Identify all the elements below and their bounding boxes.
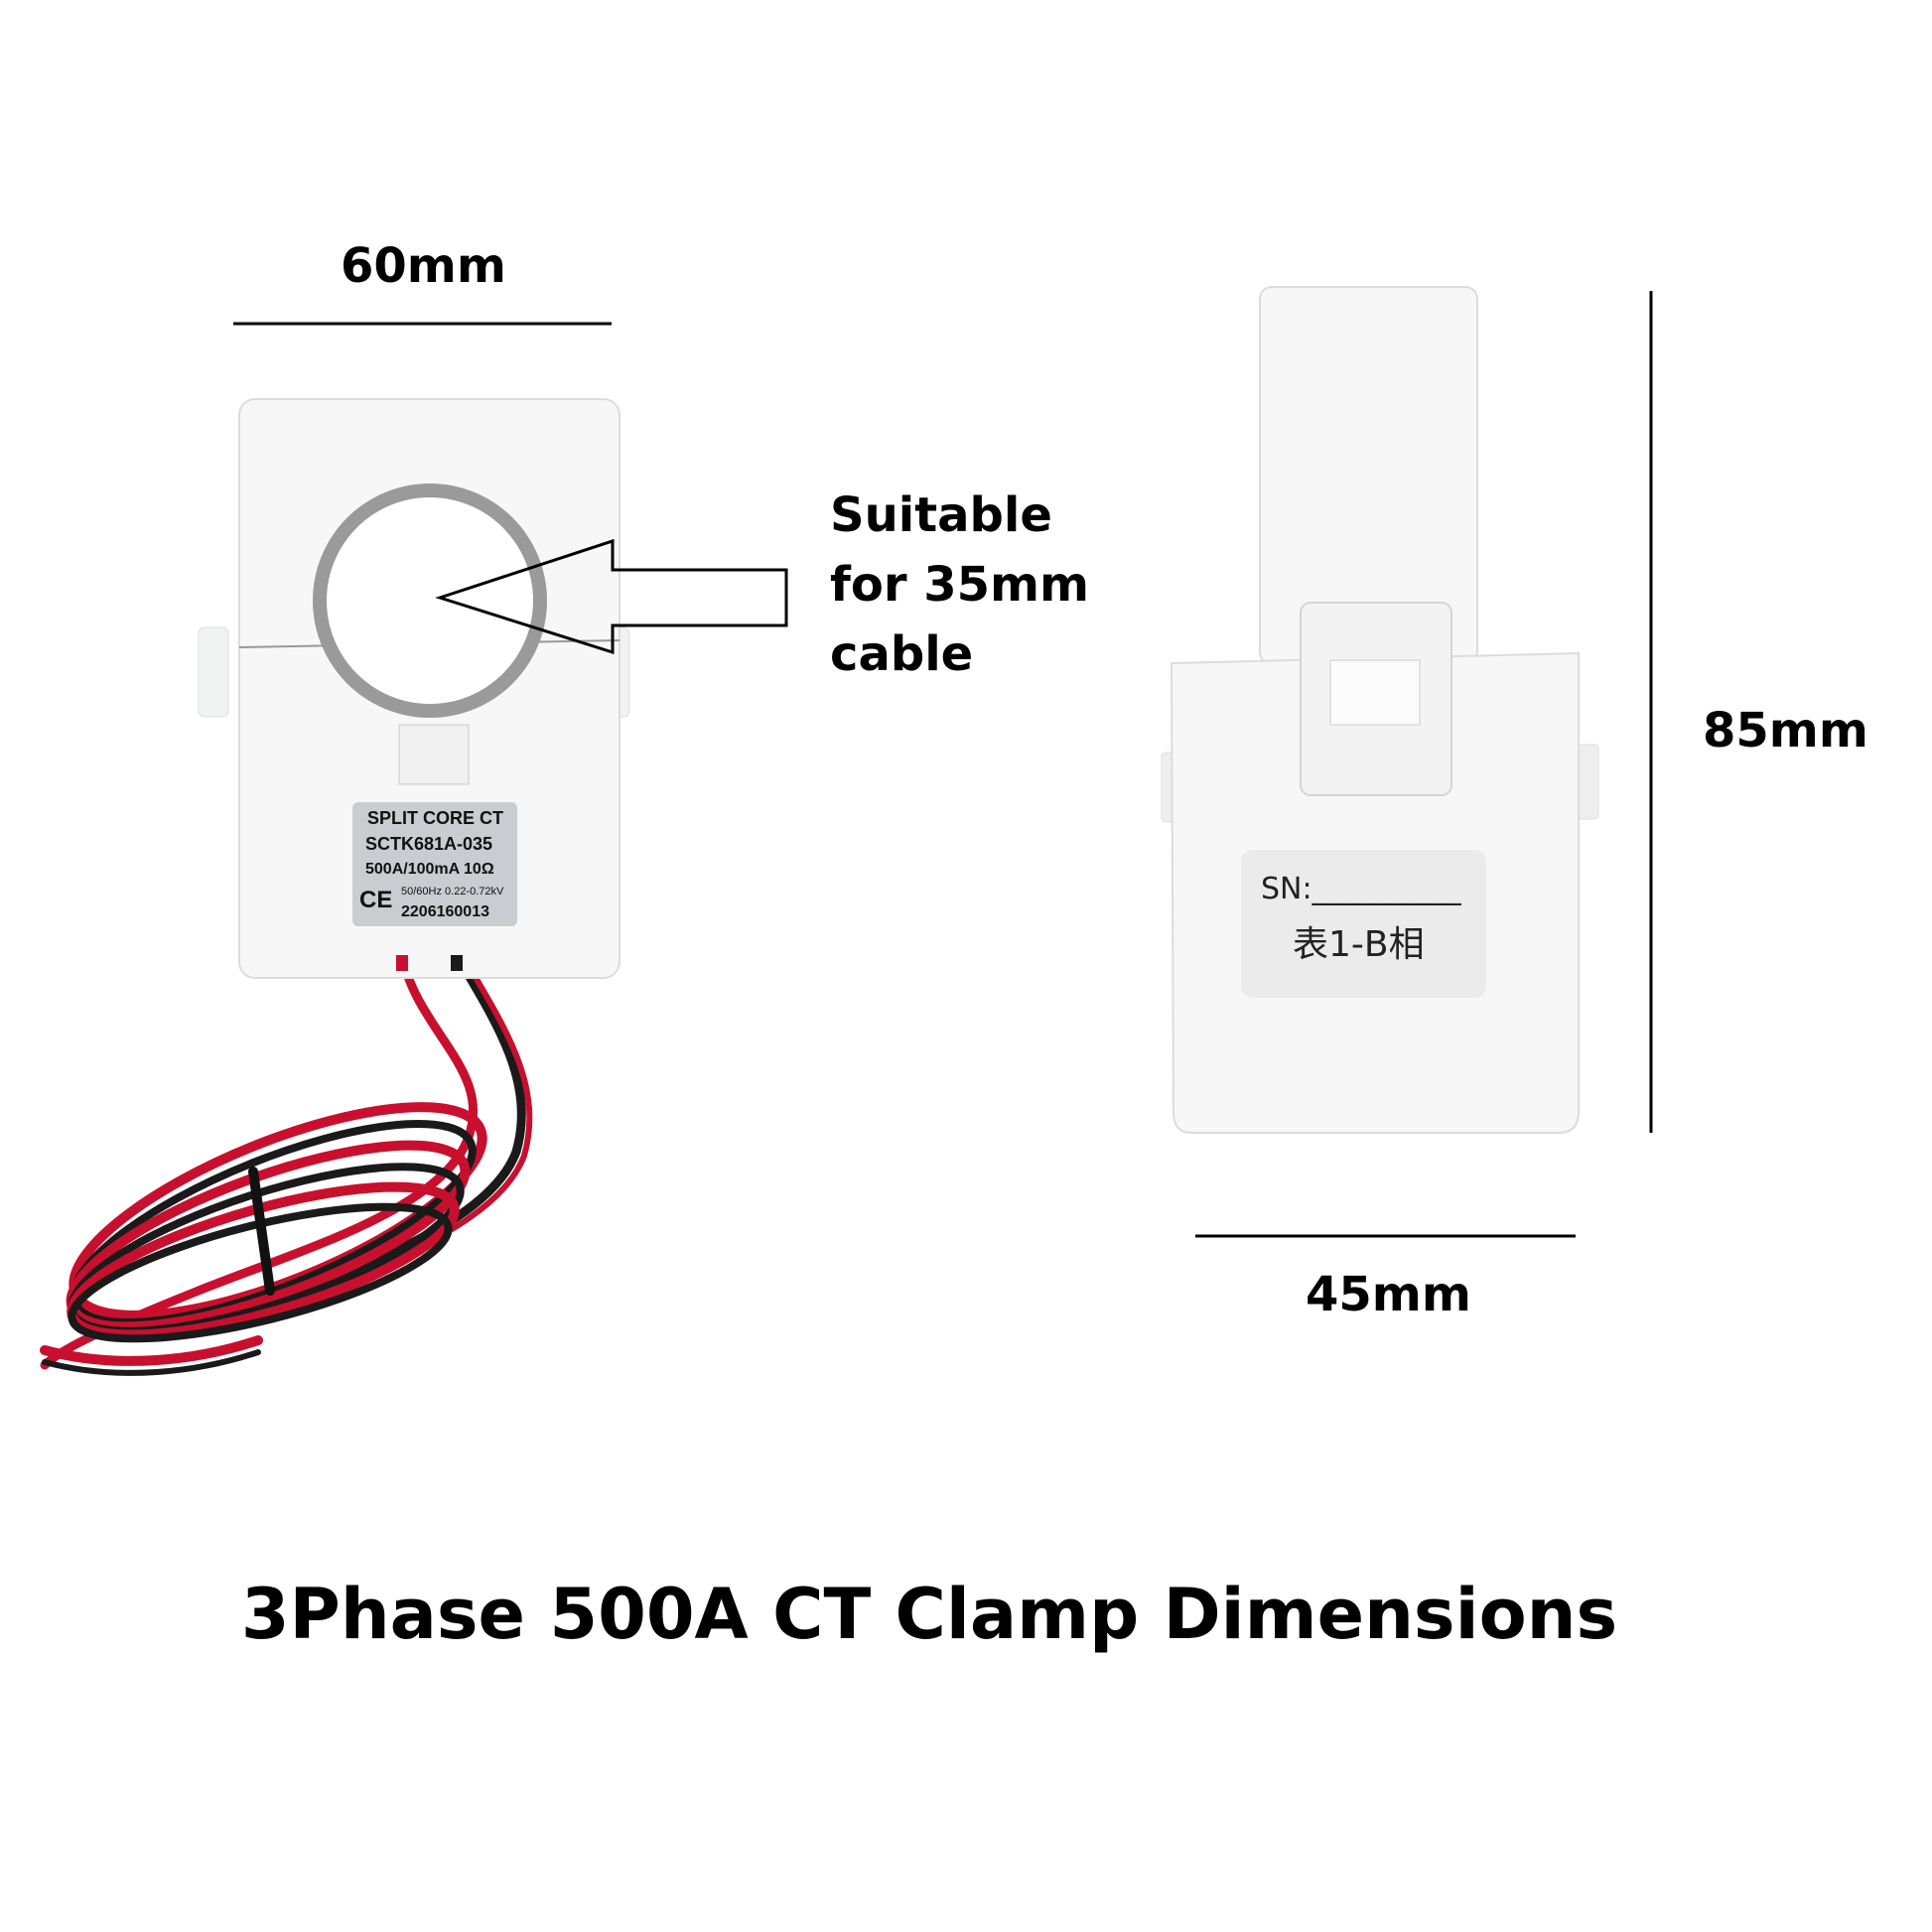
callout-line-2: for 35mm <box>830 557 1090 613</box>
height-dimension: 85mm <box>1703 703 1868 759</box>
callout-line-1: Suitable <box>830 487 1052 543</box>
label-line-2: SCTK681A-035 <box>365 834 493 854</box>
width-dimension-right: 45mm <box>1306 1267 1471 1322</box>
cable-coil <box>40 950 533 1376</box>
label-line-5: 2206160013 <box>401 903 489 920</box>
label-line-1: SPLIT CORE CT <box>367 808 504 828</box>
phase-text: 表1-B相 <box>1293 924 1425 965</box>
ct-label-plate <box>352 802 517 926</box>
sn-field: SN:__________ <box>1261 872 1461 906</box>
label-line-4: 50/60Hz 0.22-0.72kV <box>401 886 504 897</box>
callout-text: Suitable for 35mm cable <box>830 481 1089 689</box>
callout-line-3: cable <box>830 626 974 682</box>
split-core-ct-front <box>198 398 630 979</box>
width-dimension-left: 60mm <box>341 238 506 294</box>
label-line-3: 500A/100mA 10Ω <box>365 861 494 878</box>
sn-label-plate <box>1241 850 1486 998</box>
arrow-icon <box>435 538 788 655</box>
split-core-ct-side <box>1161 286 1599 1134</box>
ce-mark: CE <box>359 887 393 913</box>
page-title: 3Phase 500A CT Clamp Dimensions <box>240 1574 1618 1655</box>
